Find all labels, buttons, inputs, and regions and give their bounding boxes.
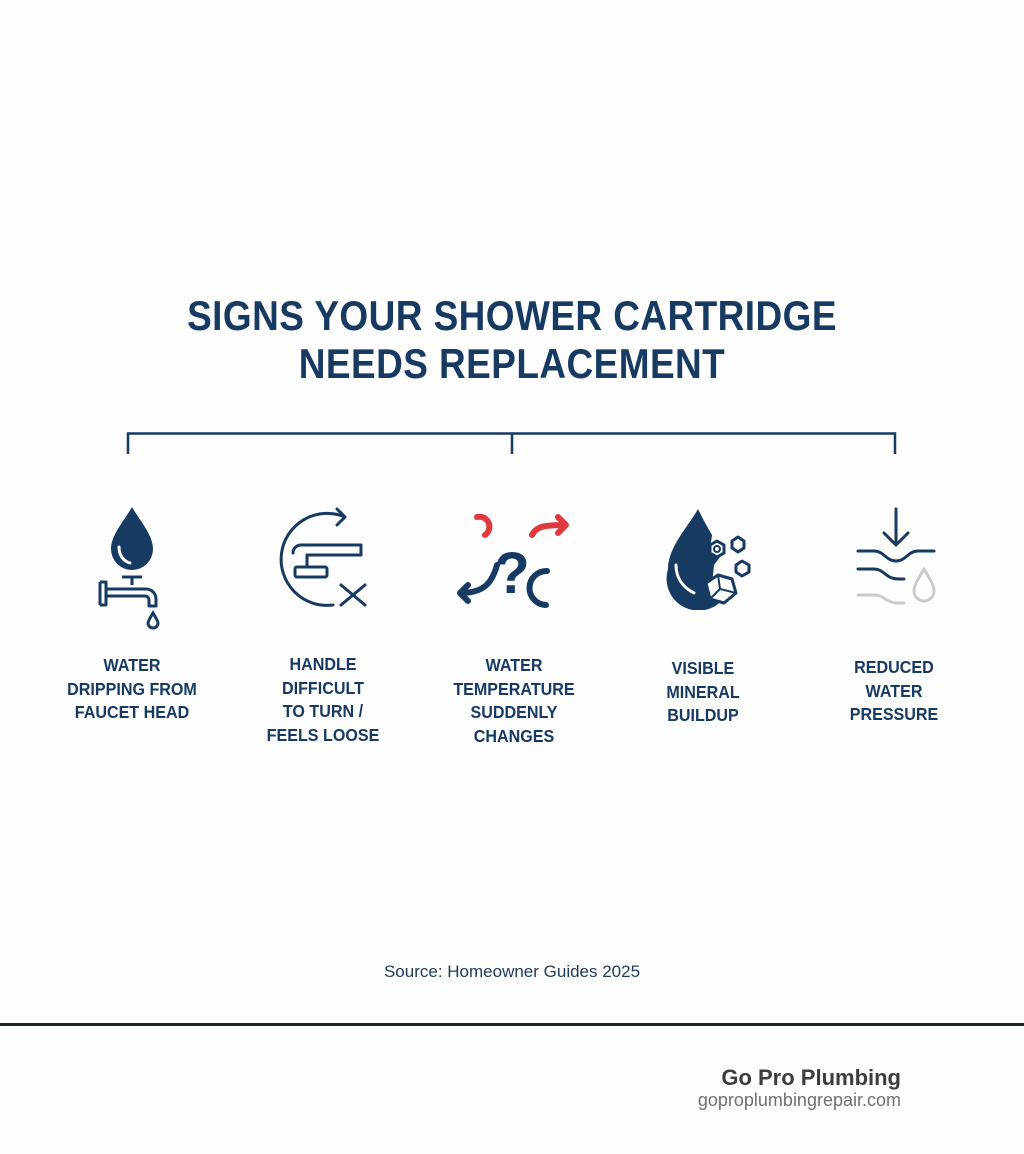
title-line-1: SIGNS YOUR SHOWER CARTRIDGE (187, 292, 837, 339)
sign-label-handle: HANDLE DIFFICULT TO TURN / FEELS LOOSE (266, 654, 380, 745)
sign-label-pressure: REDUCED WATER PRESSURE (849, 657, 939, 724)
bracket-connector (126, 432, 897, 454)
sign-label-mineral: VISIBLE MINERAL BUILDUP (666, 658, 740, 725)
source-citation: Source: Homeowner Guides 2025 (383, 962, 641, 981)
temperature-change-icon: ? (457, 513, 569, 608)
stuck-handle-icon (279, 507, 367, 607)
sign-label-dripping: WATER DRIPPING FROM FAUCET HEAD (67, 655, 197, 722)
brand-url[interactable]: goproplumbingrepair.com (697, 1090, 901, 1110)
infographic-title: SIGNS YOUR SHOWER CARTRIDGE NEEDS REPLAC… (61, 292, 962, 388)
brand-name: Go Pro Plumbing (721, 1065, 901, 1090)
low-pressure-icon (856, 507, 936, 605)
svg-text:?: ? (494, 541, 529, 606)
footer-divider (0, 1023, 1024, 1026)
mineral-buildup-icon (666, 509, 751, 610)
sign-label-temperature: WATER TEMPERATURE SUDDENLY CHANGES (453, 655, 575, 746)
dripping-faucet-icon (98, 507, 160, 630)
title-line-2: NEEDS REPLACEMENT (298, 340, 726, 387)
